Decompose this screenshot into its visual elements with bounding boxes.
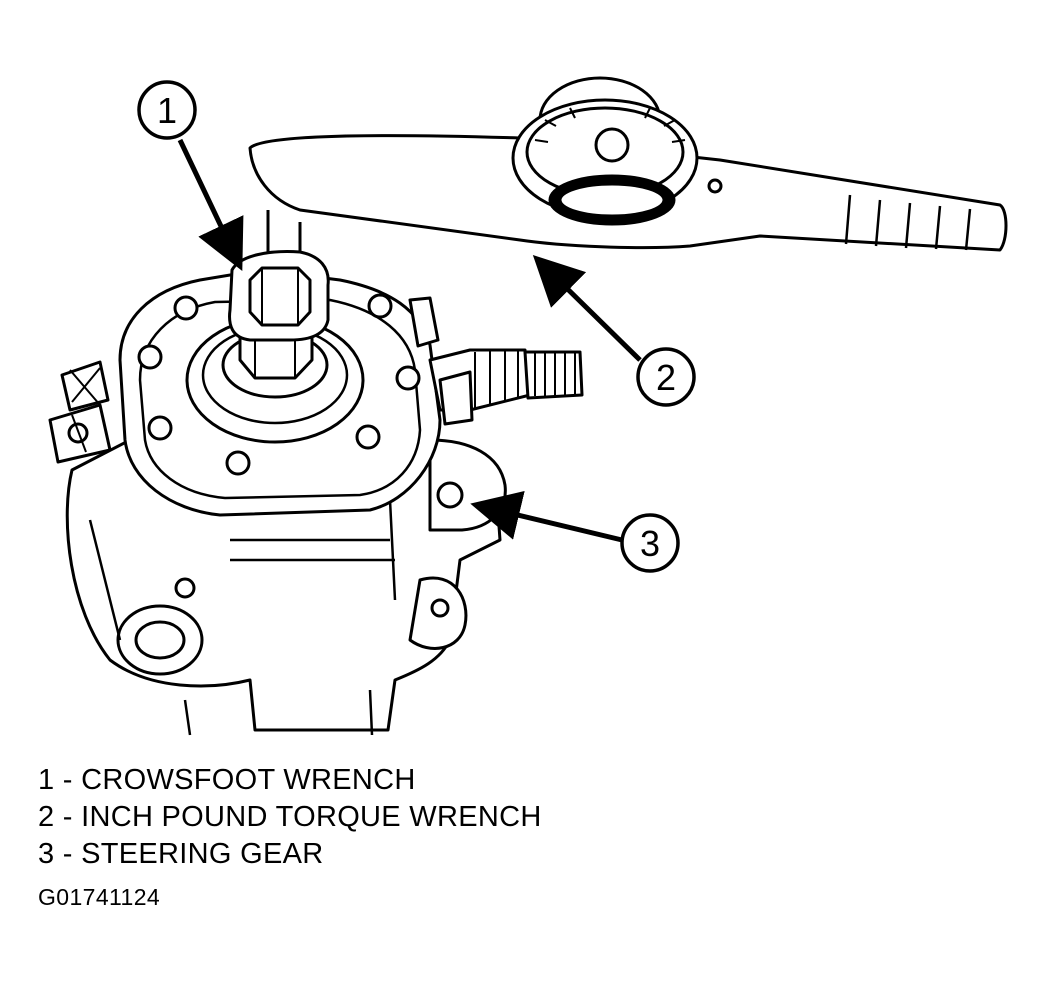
crowsfoot-wrench (228, 250, 330, 342)
torque-wrench (248, 76, 1008, 264)
legend-item-1: 1 - CROWSFOOT WRENCH (38, 764, 416, 796)
callout-3: 3 (470, 491, 680, 573)
figure-id: G01741124 (38, 884, 161, 910)
steering-gear-drawing: 1 2 3 (48, 76, 1008, 736)
legend-item-2: 2 - INCH POUND TORQUE WRENCH (38, 801, 542, 833)
legend: 1 - CROWSFOOT WRENCH 2 - INCH POUND TORQ… (38, 762, 542, 873)
legend-item-3: 3 - STEERING GEAR (38, 838, 324, 870)
callout-2: 2 (532, 255, 696, 407)
callout-1-number: 1 (157, 90, 177, 131)
steering-gear-body (48, 250, 584, 736)
callout-3-number: 3 (640, 523, 660, 564)
callout-1: 1 (137, 80, 244, 272)
left-fittings (48, 360, 112, 464)
diagram-illustration: 1 2 3 (48, 76, 1008, 736)
cover-bolts (137, 293, 421, 476)
callout-2-number: 2 (656, 357, 676, 398)
